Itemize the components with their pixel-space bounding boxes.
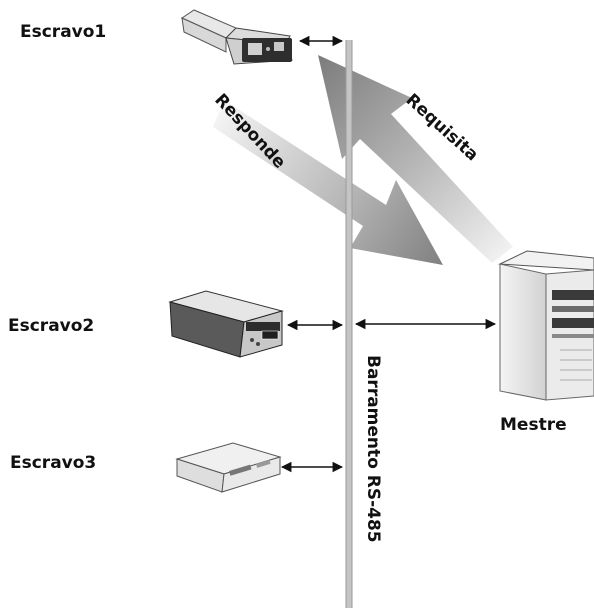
slave3-label: Escravo3 <box>10 453 97 473</box>
usb-rs485-converter-icon <box>180 9 293 65</box>
master-label: Mestre <box>500 415 567 435</box>
server-tower-icon <box>498 250 594 401</box>
desktop-computer-icon <box>175 442 282 493</box>
industrial-controller-icon <box>168 290 284 358</box>
slave2-label: Escravo2 <box>8 316 95 336</box>
bus-line <box>345 40 353 608</box>
slave1-label: Escravo1 <box>20 22 107 42</box>
bus-label: Barramento RS-485 <box>363 355 383 543</box>
response-arrow <box>213 100 443 265</box>
request-arrow <box>318 55 513 263</box>
